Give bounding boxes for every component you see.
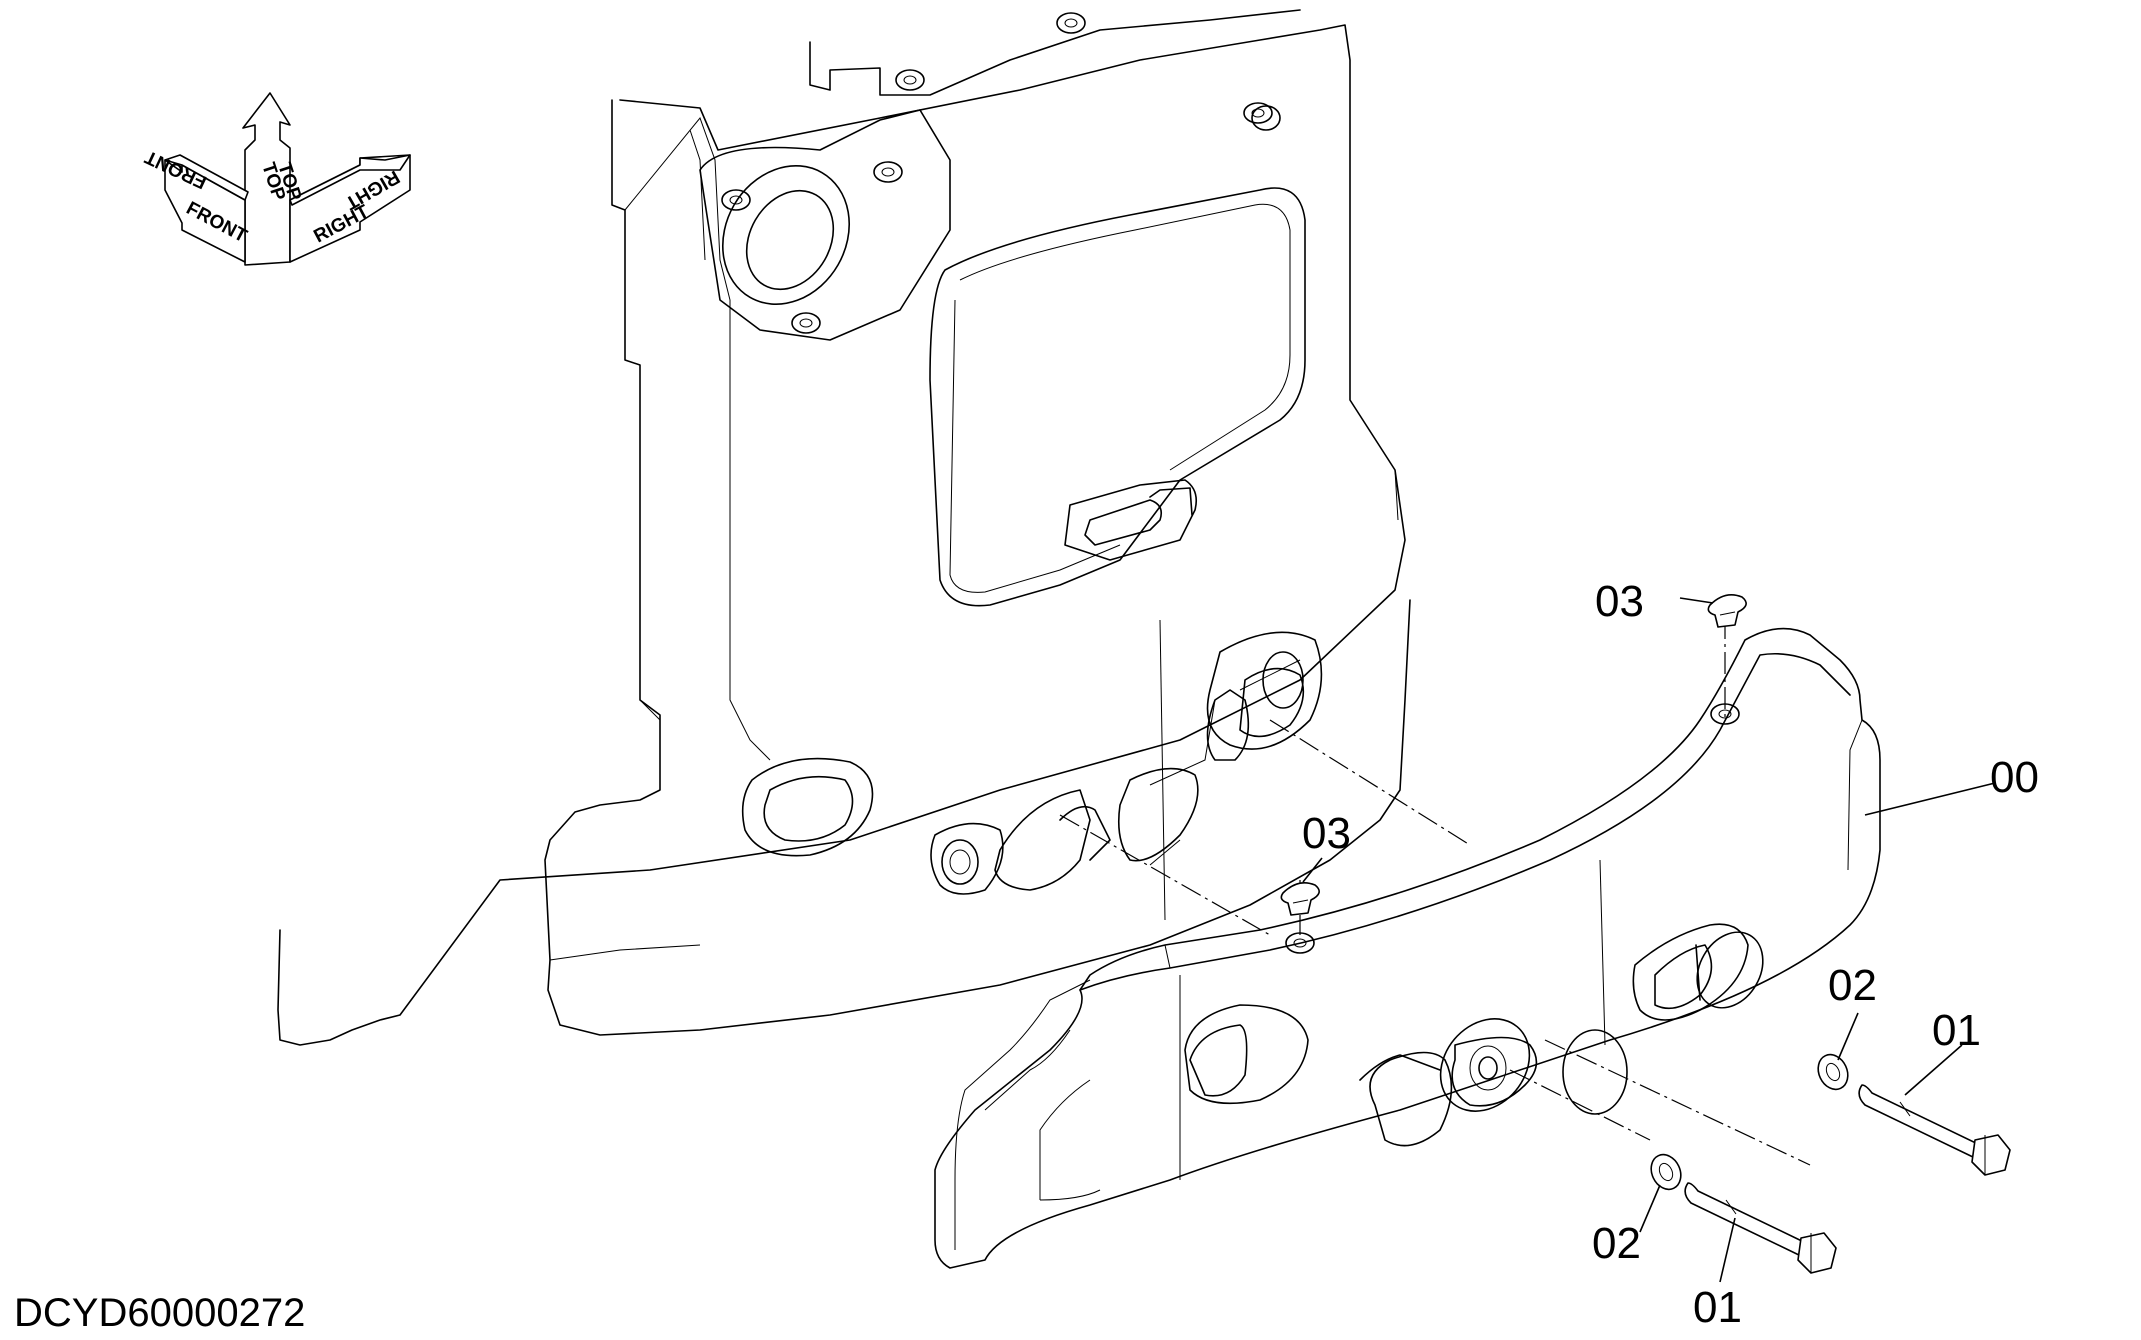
plug-part-upper [1707,594,1747,628]
callout-03-upper: 03 [1595,577,1644,626]
washer-part-left [1650,1153,1682,1191]
plug-part-lower [1280,882,1320,916]
machine-frame [277,9,1411,1046]
bolt-part-right [1858,1084,2011,1176]
washer-part-right [1817,1053,1849,1091]
callout-03-lower: 03 [1302,809,1351,858]
callout-02-left: 02 [1592,1219,1641,1268]
callout-00: 00 [1990,753,2039,802]
callout-02-right: 02 [1828,961,1877,1010]
assembly-centerlines [1059,617,1811,1166]
counterweight-part [934,627,1881,1269]
bolt-part-left [1684,1182,1837,1274]
callout-01-right: 01 [1932,1006,1981,1055]
document-id: DCYD60000272 [14,1291,305,1335]
callout-01-left: 01 [1693,1283,1742,1332]
leader-lines [1302,597,1996,1283]
orientation-indicator: FRONT FRONT TOP TOP RIGHT RIGHT [142,92,411,266]
